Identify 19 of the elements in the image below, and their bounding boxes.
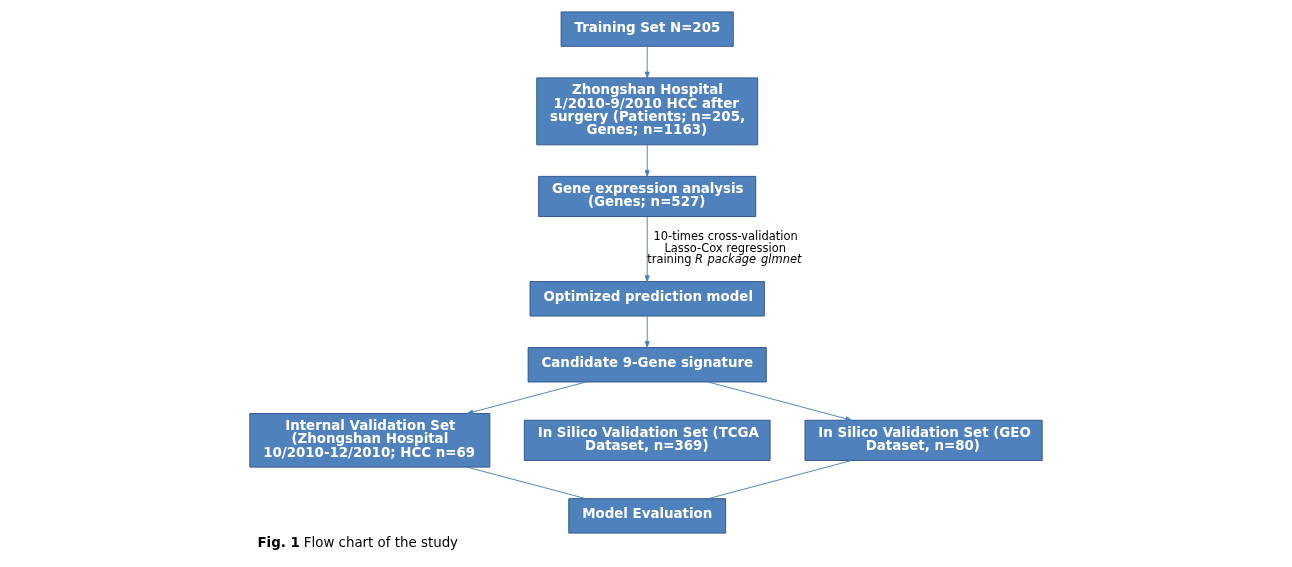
- node-box: Training Set N=205: [560, 11, 734, 47]
- node-box: Internal Validation Set (Zhongshan Hospital 10/2010-12/2010; HCC n=69: [249, 413, 491, 468]
- arrow: [708, 381, 853, 422]
- arrow: [644, 315, 650, 348]
- arrow: [466, 381, 587, 415]
- node-box: Model Evaluation: [568, 498, 727, 534]
- arrow: [644, 46, 650, 79]
- arrow: [644, 216, 650, 282]
- edge-label: 10-times cross-validation Lasso-Cox regression training R package glmnet: [647, 229, 802, 267]
- node-box: Candidate 9-Gene signature: [527, 347, 767, 383]
- connector: [466, 466, 587, 500]
- node-box: Optimized prediction model: [529, 281, 765, 317]
- node-box: Gene expression analysis (Genes; n=527): [538, 175, 757, 218]
- node-box: Zhongshan Hospital 1/2010-9/2010 HCC after surgery (Patients; n=205, Genes; n=1163): [536, 77, 759, 146]
- arrow: [644, 144, 650, 177]
- connector: [707, 459, 853, 500]
- caption: Fig. 1 Flow chart of the study: [257, 534, 459, 550]
- node-box: In Silico Validation Set (GEO Dataset, n=80): [804, 419, 1043, 461]
- node-box: In Silico Validation Set (TCGA Dataset, n=369): [523, 419, 771, 461]
